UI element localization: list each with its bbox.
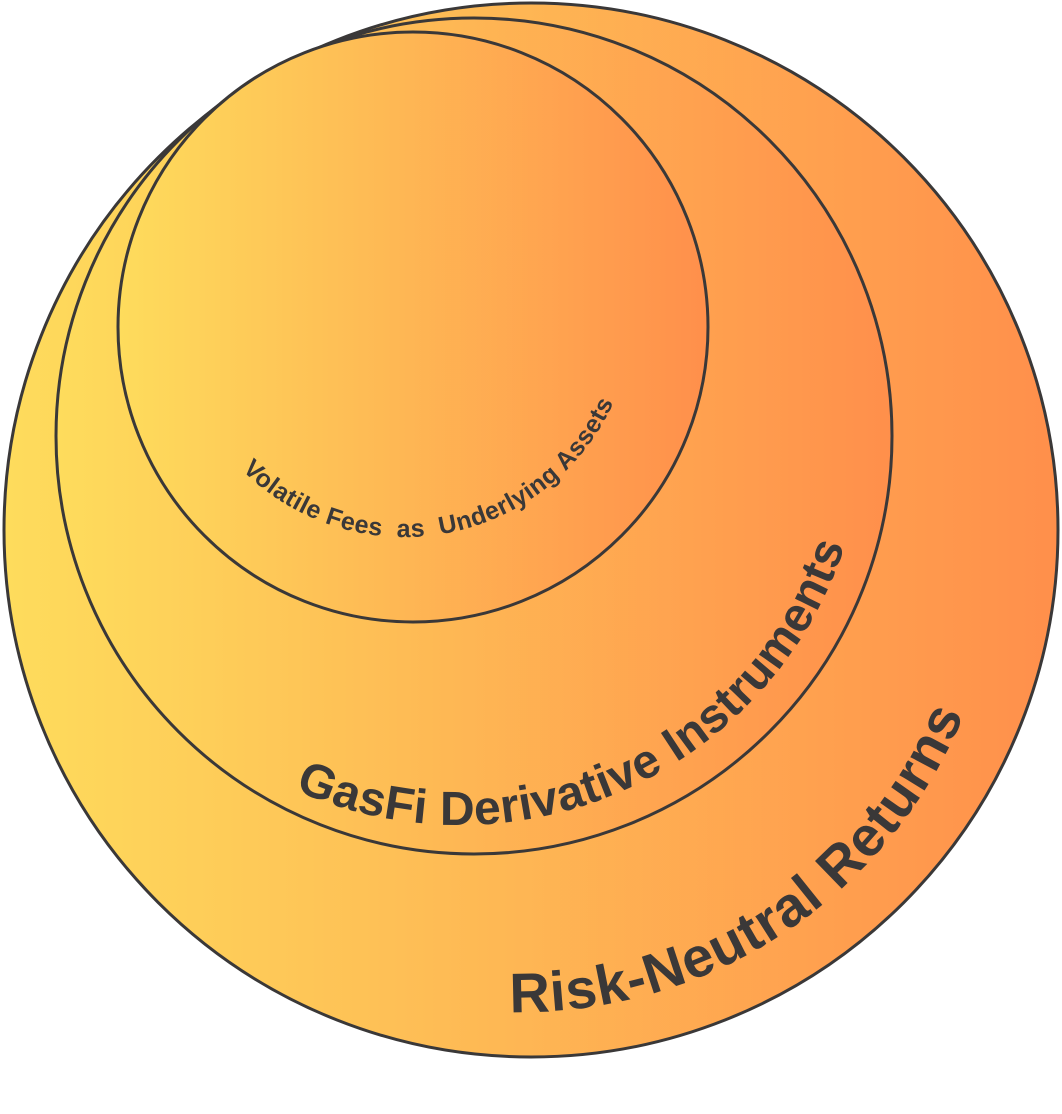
inner-circle: [116, 30, 710, 624]
